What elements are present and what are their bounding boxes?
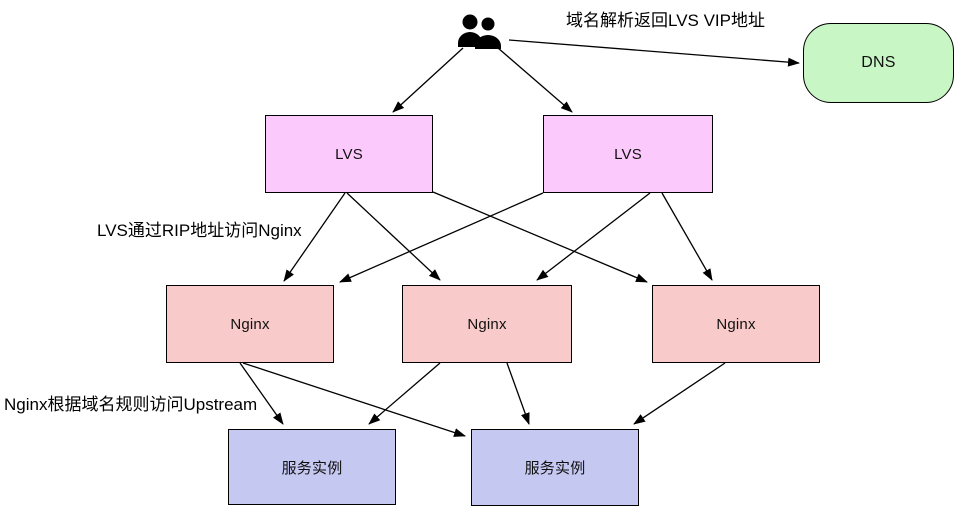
annotation-dns-resolution: 域名解析返回LVS VIP地址 [566,11,765,30]
edge-lvs2-nginx3 [661,192,713,281]
edge-nginx2-svc1 [368,362,441,425]
node-nginx-2: Nginx [402,285,572,363]
edge-users-lvs1 [392,47,464,113]
edge-lvs1-nginx3 [432,191,648,283]
edge-users-lvs2 [497,47,573,113]
edge-lvs2-nginx2 [536,192,651,281]
edge-nginx2-svc2 [506,362,530,425]
node-lvs-1-label: LVS [335,145,363,163]
annotation-nginx-upstream: Nginx根据域名规则访问Upstream [4,395,258,414]
node-dns-label: DNS [861,54,896,71]
annotation-lvs-rip: LVS通过RIP地址访问Nginx [97,221,302,240]
edge-lvs1-nginx2 [346,192,441,281]
node-nginx-3-label: Nginx [716,315,756,333]
node-service-instance-2: 服务实例 [471,429,639,506]
edge-nginx1-svc1 [239,362,284,425]
edge-users-dns [508,39,800,67]
node-service-instance-1-label: 服务实例 [281,459,343,477]
users-icon [458,14,501,49]
edge-nginx1-svc2 [242,362,466,437]
node-lvs-2-label: LVS [614,145,642,163]
node-lvs-1: LVS [265,115,433,193]
node-nginx-1-label: Nginx [230,315,270,333]
node-nginx-3: Nginx [652,285,820,363]
node-nginx-1: Nginx [166,285,334,363]
node-dns: DNS [803,23,954,103]
node-service-instance-2-label: 服务实例 [524,460,586,477]
node-service-instance-1: 服务实例 [228,429,396,505]
edge-nginx3-svc2 [633,362,726,425]
node-lvs-2: LVS [543,115,713,193]
node-nginx-2-label: Nginx [467,315,507,333]
edge-lvs2-nginx1 [339,192,544,283]
edge-lvs1-nginx1 [283,192,346,282]
